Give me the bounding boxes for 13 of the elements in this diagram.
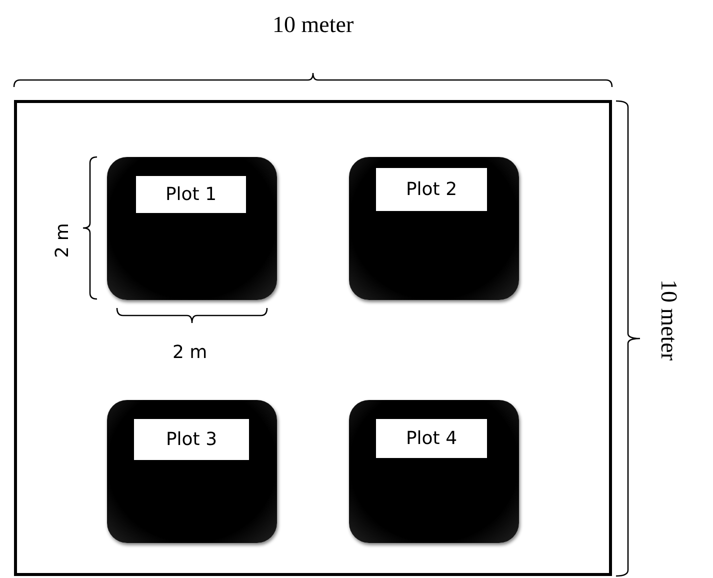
plot-square bbox=[107, 400, 277, 543]
plot-square bbox=[349, 400, 519, 543]
plot-square bbox=[349, 157, 519, 300]
dimension-label: 10 meter bbox=[655, 279, 682, 361]
plot-label: Plot 4 bbox=[376, 419, 487, 458]
dimension-label: 2 m bbox=[51, 222, 72, 258]
plot-label: Plot 1 bbox=[136, 176, 246, 213]
dimension-label: 10 meter bbox=[272, 12, 354, 38]
dimension-label: 2 m bbox=[172, 342, 208, 362]
plot-label: Plot 3 bbox=[134, 419, 249, 460]
field-outline bbox=[14, 100, 612, 576]
plot-label: Plot 2 bbox=[376, 168, 487, 211]
plot-square bbox=[107, 157, 277, 300]
